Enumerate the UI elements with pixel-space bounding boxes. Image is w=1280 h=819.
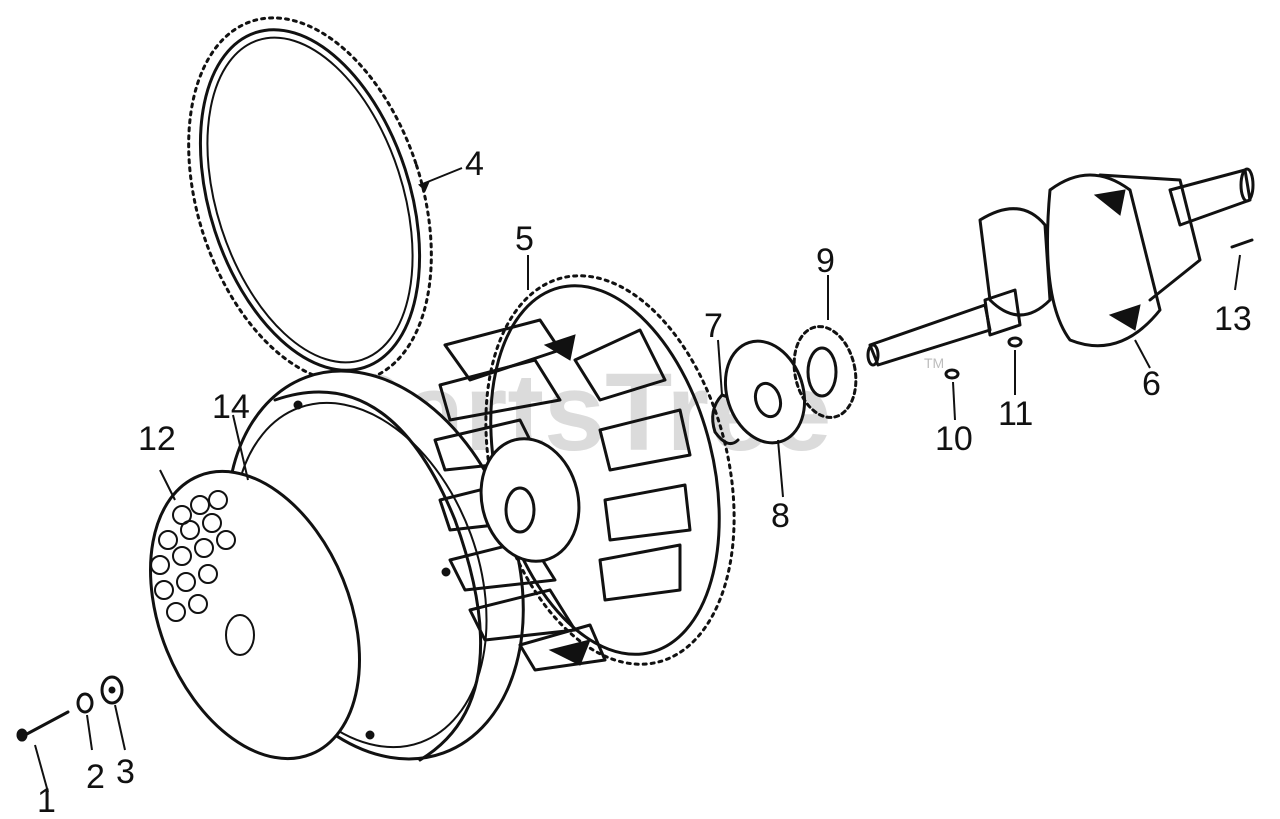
label-2: 2 <box>86 758 105 796</box>
key-10-part[interactable] <box>944 368 960 380</box>
label-9: 9 <box>816 242 835 280</box>
gear-part[interactable] <box>786 321 864 423</box>
label-7: 7 <box>704 307 723 345</box>
washer-part[interactable] <box>713 331 817 453</box>
label-11: 11 <box>998 395 1033 433</box>
label-4: 4 <box>465 145 484 183</box>
crankshaft-part[interactable] <box>866 167 1255 367</box>
pin-13-part[interactable] <box>1230 238 1254 249</box>
label-12: 12 <box>138 420 176 458</box>
lock-washer-part[interactable] <box>76 692 94 714</box>
label-3: 3 <box>116 753 135 791</box>
label-5: 5 <box>515 220 534 258</box>
label-1: 1 <box>37 782 56 819</box>
screen-holes <box>150 490 236 622</box>
part-labels: 4 5 7 8 9 6 13 10 11 14 12 1 2 3 <box>37 145 1252 819</box>
watermark-tm: TM <box>924 355 944 371</box>
leader-lines <box>34 167 1241 793</box>
washer-3-part[interactable] <box>100 675 124 705</box>
label-8: 8 <box>771 497 790 535</box>
screw-part[interactable] <box>16 710 70 742</box>
label-10: 10 <box>935 420 973 458</box>
label-13: 13 <box>1214 300 1252 338</box>
label-14: 14 <box>212 388 250 426</box>
key-11-part[interactable] <box>1007 336 1023 348</box>
screen-part[interactable] <box>111 440 400 789</box>
label-6: 6 <box>1142 365 1161 403</box>
